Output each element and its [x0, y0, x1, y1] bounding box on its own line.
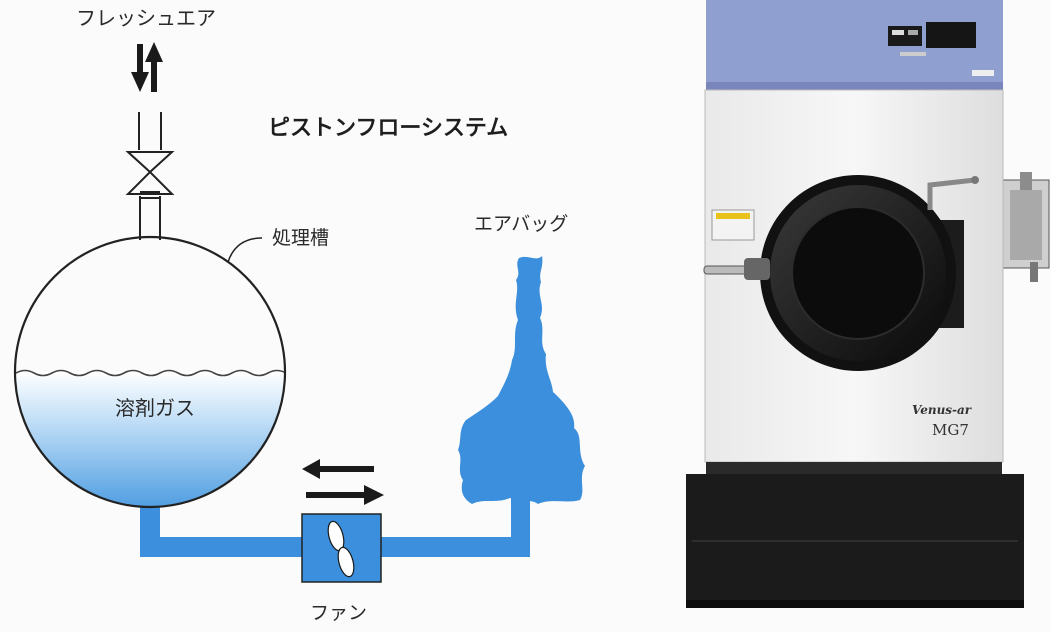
diagram-title: ピストンフローシステム — [268, 116, 509, 141]
solvent-gas-fill — [15, 372, 285, 507]
fresh-air-flow-arrows-icon — [131, 42, 163, 92]
fresh-air-label: フレッシュエア — [76, 6, 216, 30]
flow-direction-arrows-icon — [302, 459, 384, 505]
solvent-gas-label: 溶剤ガス — [115, 396, 195, 420]
fan-blade-icon — [327, 520, 355, 578]
fan-unit — [301, 513, 382, 583]
machine-brand-label: Venus-ar — [912, 403, 972, 417]
machine-side-valve — [1002, 172, 1050, 282]
control-display — [888, 22, 976, 56]
air-bag-label: エアバッグ — [474, 213, 569, 235]
machine-model-label: MG7 — [932, 421, 969, 439]
drum-door — [760, 175, 964, 371]
solvent-gas-pipe — [140, 492, 530, 557]
tank-label: 処理槽 — [272, 227, 330, 249]
valve-icon — [125, 151, 175, 199]
dry-cleaning-machine-photo — [686, 0, 1050, 608]
air-bag-shape — [458, 256, 585, 504]
fresh-air-inlet-pipe — [138, 112, 162, 240]
door-handle — [703, 258, 770, 280]
gas-surface-wave — [15, 369, 285, 377]
fan-label: ファン — [310, 602, 368, 624]
treatment-tank — [13, 235, 287, 509]
tank-leader-line — [227, 237, 263, 263]
